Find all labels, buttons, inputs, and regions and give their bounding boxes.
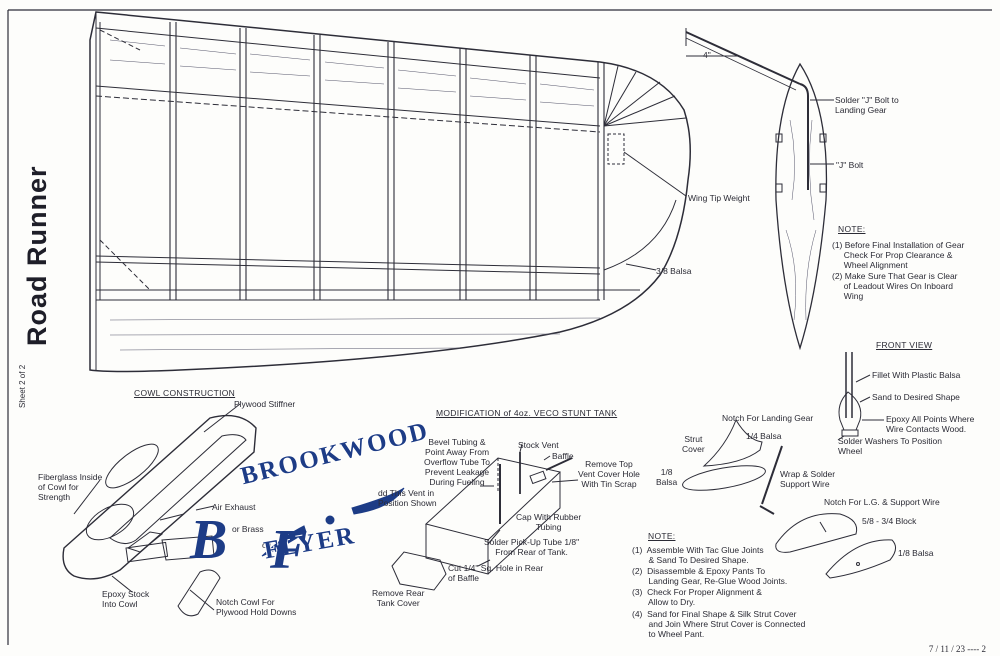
note-bottom-item-1: (1) Assemble With Tac Glue Joints & Sand… (632, 545, 764, 565)
notch-lg-label: Notch For L.G. & Support Wire (824, 497, 940, 507)
tank-heading: MODIFICATION of 4oz. VECO STUNT TANK (436, 408, 618, 418)
j-bolt-label: "J" Bolt (836, 160, 864, 170)
note-bottom-item-4: (4) Sand for Final Shape & Silk Strut Co… (632, 609, 806, 639)
notch-landing-label: Notch For Landing Gear (722, 413, 814, 423)
wing-balsa-label: 3/8 Balsa (656, 266, 692, 276)
logo-initial-b: B (190, 509, 228, 571)
note-top-item-1: (1) Before Final Installation of Gear Ch… (832, 240, 965, 270)
eighth-balsa-left-label: 1/8 Balsa (656, 467, 678, 487)
note-bottom-heading: NOTE: (648, 531, 676, 541)
stock-vent-label: Stock Vent (518, 440, 559, 450)
bevel-label: Bevel Tubing & Point Away From Overflow … (424, 437, 490, 487)
footer-stamp: 7 / 11 / 23 ---- 2 (928, 644, 986, 654)
dimension-label: 4" (703, 50, 711, 60)
remove-rear-label: Remove Rear Tank Cover (372, 588, 425, 608)
tube-label-fragment: T (216, 522, 222, 532)
notch-cowl-label: Notch Cowl For Plywood Hold Downs (216, 597, 297, 617)
front-view-heading: FRONT VIEW (876, 340, 933, 350)
solder-pickup-label: Solder Pick-Up Tube 1/8" From Rear of Ta… (484, 537, 580, 557)
wheel-pant-drawing (682, 418, 896, 579)
landing-gear-side (685, 28, 834, 351)
fiberglass-label: Fiberglass Inside of Cowl for Strength (38, 472, 103, 502)
air-exhaust-label: Air Exhaust (212, 502, 256, 512)
quarter-balsa-label: 1/4 Balsa (746, 431, 782, 441)
epoxy-label: Epoxy All Points Where Wire Contacts Woo… (886, 414, 975, 434)
note-top-item-2: (2) Make Sure That Gear is Clear of Lead… (832, 271, 958, 301)
logo-propeller (261, 487, 405, 557)
epoxy-stock-label: Epoxy Stock Into Cowl (102, 589, 150, 609)
plan-title: Road Runner (22, 165, 52, 346)
sand-label: Sand to Desired Shape (872, 392, 960, 402)
note-top-heading: NOTE: (838, 224, 866, 234)
cowl-heading: COWL CONSTRUCTION (134, 388, 236, 398)
brass-label-fragment: or Brass (232, 524, 264, 534)
solder-j-bolt-label: Solder "J" Bolt to Landing Gear (835, 95, 899, 115)
strut-cover-label: Strut Cover (682, 434, 705, 454)
baffle-label: Baffle (552, 451, 574, 461)
add-vent-label: dd This Vent in Position Shown (378, 488, 437, 508)
cut-hole-label: Cut 1/4" Sq. Hole in Rear of Baffle (448, 563, 544, 583)
fillet-label: Fillet With Plastic Balsa (872, 370, 961, 380)
solder-washers-label: Solder Washers To Position Wheel (838, 436, 942, 456)
sheet-number: Sheet 2 of 2 (18, 364, 27, 408)
cowl-drawing (62, 403, 257, 617)
block-label: 5/8 - 3/4 Block (862, 516, 917, 526)
logo-initial-f: F (270, 519, 308, 581)
rod-label-fragment: od (262, 540, 272, 550)
front-view-drawing (837, 352, 884, 441)
wing-drawing (89, 11, 691, 373)
cap-label: Cap With Rubber Tubing (516, 512, 582, 532)
wrap-solder-label: Wrap & Solder Support Wire (780, 469, 836, 489)
note-bottom-item-2: (2) Disassemble & Epoxy Pants To Landing… (632, 566, 788, 586)
tank-drawing (391, 443, 579, 591)
eighth-balsa-right-label: 1/8 Balsa (898, 548, 934, 558)
remove-top-label: Remove Top Vent Cover Hole With Tin Scra… (578, 459, 640, 489)
note-bottom-item-3: (3) Check For Proper Alignment & Allow t… (632, 587, 762, 607)
plywood-stiffner-label: Plywood Stiffner (234, 399, 296, 409)
wing-tip-weight-label: Wing Tip Weight (688, 193, 750, 203)
